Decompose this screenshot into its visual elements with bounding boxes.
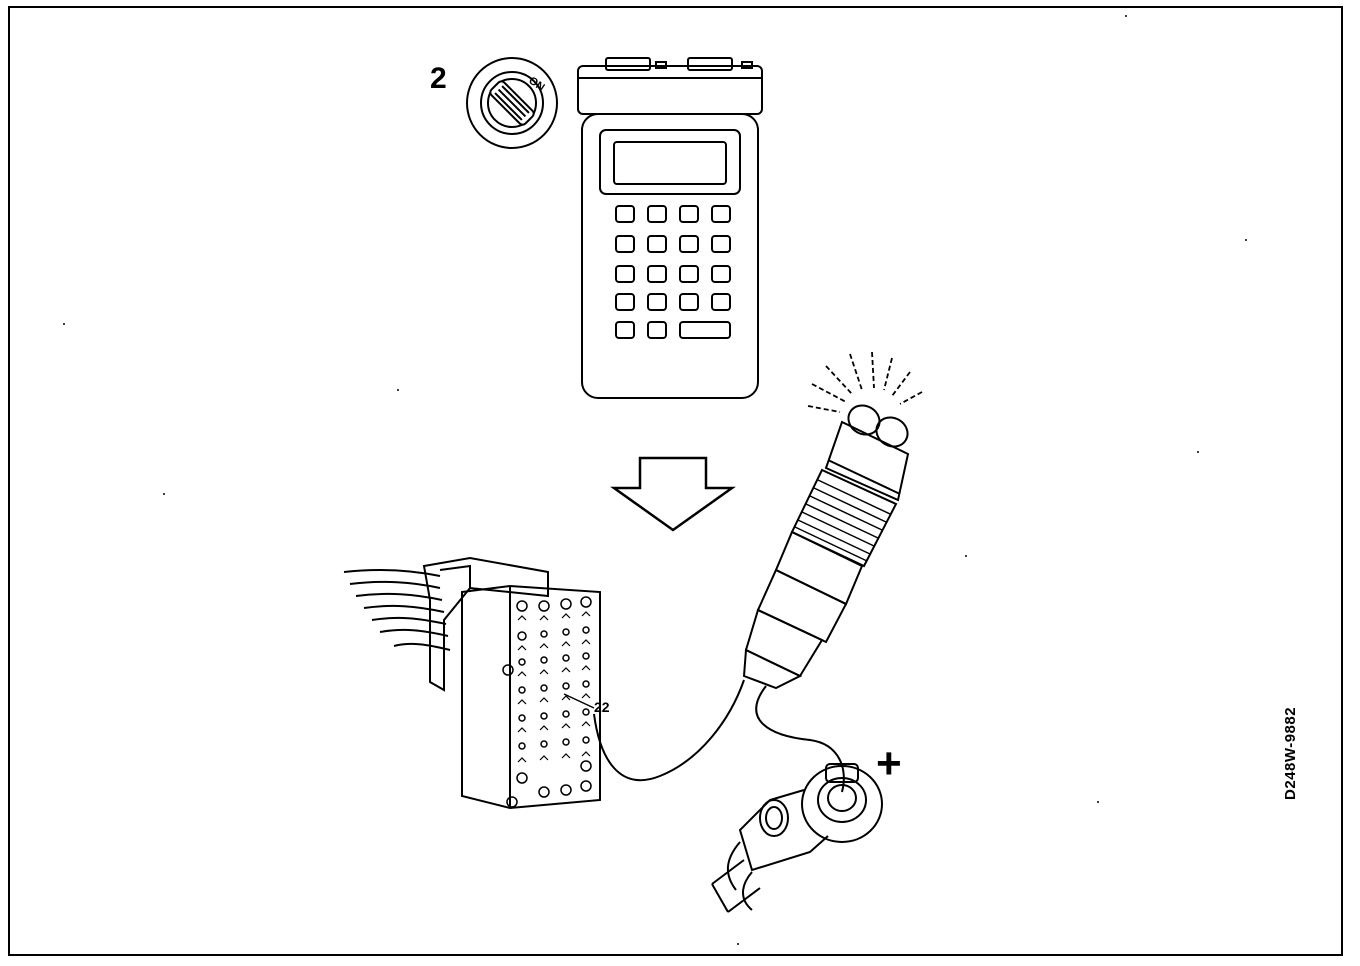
- positive-polarity-label: +: [876, 739, 902, 788]
- lamp-glow: [807, 351, 923, 413]
- step-number: 2: [430, 62, 447, 95]
- tester-keypad: [615, 205, 731, 339]
- ecu-connector-icon: 22: [343, 556, 610, 810]
- test-lamp-icon: [742, 351, 923, 690]
- probe-wire: [593, 679, 745, 782]
- diagnostic-tester-icon: [577, 57, 763, 399]
- down-arrow-icon: [610, 456, 736, 532]
- ignition-key-icon: ON: [466, 57, 558, 149]
- battery-terminal-icon: [711, 763, 883, 913]
- print-specks: [63, 15, 1247, 945]
- drawing-code: D248W-9882: [1282, 706, 1299, 800]
- diagram-border: [8, 6, 1343, 956]
- lamp-lead: [755, 685, 845, 793]
- pin-22-label: 22: [594, 699, 610, 715]
- connector-pins: [502, 596, 592, 808]
